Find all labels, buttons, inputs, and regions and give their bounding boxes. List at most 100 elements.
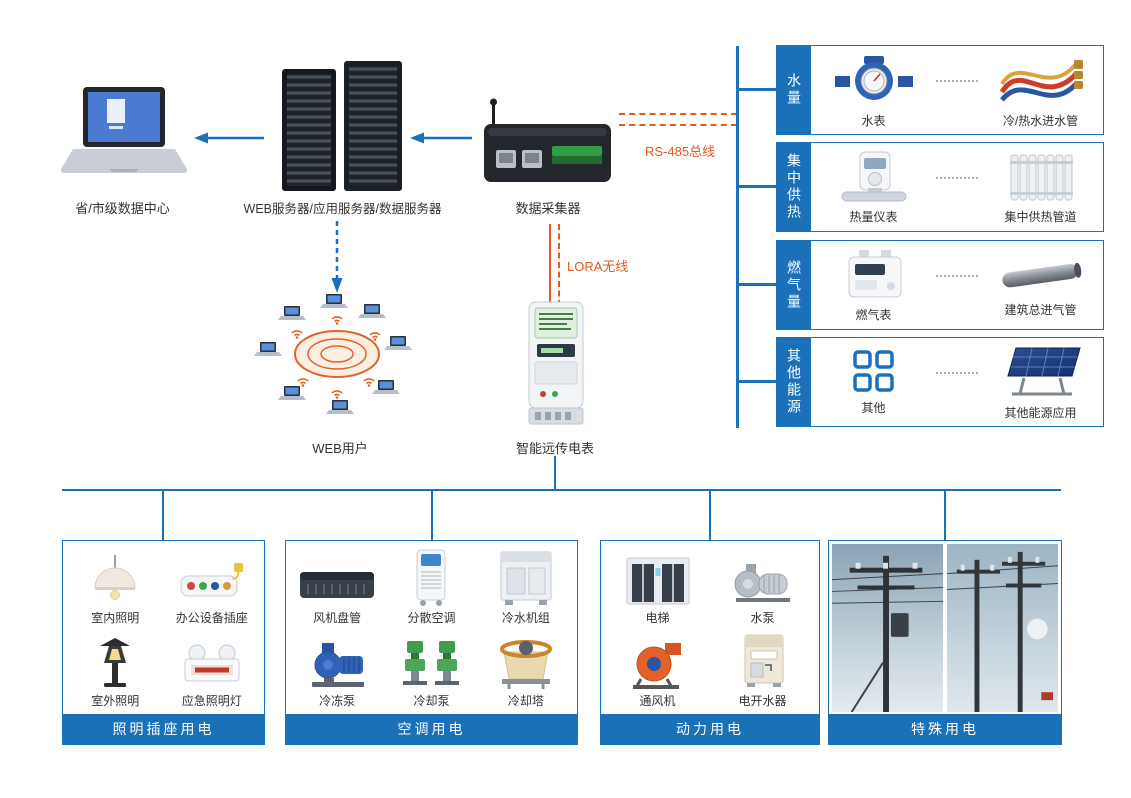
- bottom-item-label: 分散空调: [407, 610, 456, 625]
- bottom-item-label: 电开水器: [738, 694, 787, 708]
- bottom-item: 通风机: [605, 629, 710, 713]
- pump-blue-icon: [312, 643, 365, 687]
- right-bus-line: [736, 46, 739, 428]
- bottom-item: 应急照明灯: [164, 629, 261, 713]
- bus-drop-line: [162, 491, 164, 540]
- right-item: 水表: [815, 52, 933, 129]
- heat-meter-icon: [841, 151, 906, 201]
- right-group-title: 其他能源: [777, 338, 811, 426]
- web-users-label: WEB用户: [312, 441, 368, 456]
- bottom-item-label: 应急照明灯: [181, 694, 242, 708]
- pendant-lamp-icon: [94, 554, 136, 600]
- water-boiler-icon: [744, 634, 783, 687]
- bottom-group-lighting: 室内照明 办公设备插座: [62, 540, 265, 745]
- data-center-label: 省/市级数据中心: [75, 201, 170, 216]
- bottom-item: 水泵: [710, 545, 815, 629]
- bottom-item-label: 冷却塔: [507, 694, 544, 708]
- radiator-icon: [1009, 154, 1073, 200]
- rs485-line: [619, 113, 737, 115]
- power-lines-photo-2: [947, 544, 1058, 712]
- squares-icon: [852, 349, 894, 392]
- portable-ac-icon: [416, 549, 446, 606]
- right-group-title: 集中供热: [777, 143, 811, 231]
- bottom-item-label: 室外照明: [91, 694, 140, 708]
- right-item-label: 建筑总进气管: [1004, 302, 1077, 317]
- bottom-group-title: 动力用电: [601, 714, 819, 744]
- bottom-item-label: 水泵: [750, 610, 775, 625]
- right-group-heating: 集中供热 热量仪表: [776, 142, 1104, 232]
- elevator-icon: [626, 557, 689, 604]
- web-server-label: WEB服务器/应用服务器/数据服务器: [243, 202, 442, 216]
- right-item-label: 燃气表: [855, 307, 892, 322]
- power-lines-photo-1: [832, 544, 943, 712]
- laptop-icon: [60, 87, 188, 173]
- gas-pipe-icon: [1001, 262, 1081, 287]
- bottom-item-label: 办公设备插座: [175, 610, 248, 625]
- right-bus-stub: [737, 88, 776, 91]
- bottom-item-label: 通风机: [639, 694, 676, 708]
- arrow-left-icon: [194, 132, 264, 144]
- right-group-water: 水量 水表: [776, 45, 1104, 135]
- data-collector-icon: [484, 98, 611, 182]
- emergency-light-icon: [184, 644, 240, 682]
- bus-drop-line: [709, 491, 711, 540]
- collector-label: 数据采集器: [515, 201, 581, 216]
- garden-lamp-icon: [100, 638, 131, 687]
- lora-line: [558, 224, 560, 306]
- right-item: 冷/热水进水管: [982, 52, 1100, 129]
- bottom-group-grid: 电梯 水泵: [605, 545, 815, 712]
- lora-label: LORA无线: [567, 259, 629, 274]
- smart-meter-label: 智能远传电表: [515, 441, 594, 456]
- chiller-icon: [500, 551, 552, 605]
- water-pipes-icon: [999, 59, 1083, 102]
- connector-dots: [936, 275, 978, 277]
- bottom-group-power: 电梯 水泵: [600, 540, 820, 745]
- arrow-left-icon: [410, 132, 472, 144]
- right-group-body: 其他: [811, 338, 1103, 426]
- rs485-label: RS-485总线: [645, 144, 716, 159]
- right-group-body: 热量仪表 集中供热管道: [811, 143, 1103, 231]
- right-group-title: 燃气量: [777, 241, 811, 329]
- bottom-item: 办公设备插座: [164, 545, 261, 629]
- power-strip-icon: [180, 562, 243, 596]
- bottom-group-special: 特殊用电: [828, 540, 1062, 745]
- bottom-group-hvac: 风机盘管 分散空调: [285, 540, 578, 745]
- right-item: 燃气表: [815, 248, 933, 323]
- server-rack-icon: [282, 61, 402, 191]
- ventilation-fan-icon: [632, 643, 681, 689]
- right-bus-stub: [737, 283, 776, 286]
- bottom-item: 冷水机组: [479, 545, 573, 629]
- bottom-item-label: 冷水机组: [501, 610, 550, 625]
- meter-to-bus-line: [554, 456, 556, 489]
- bottom-item-label: 电梯: [645, 610, 670, 625]
- right-bus-stub: [737, 380, 776, 383]
- right-item-label: 其他能源应用: [1004, 405, 1077, 420]
- bottom-item: 电梯: [605, 545, 710, 629]
- right-group-other: 其他能源 其他: [776, 337, 1104, 427]
- gas-meter-icon: [848, 249, 901, 297]
- solar-panel-icon: [1006, 347, 1081, 395]
- bottom-item-label: 冷冻泵: [319, 694, 356, 708]
- bottom-item-label: 室内照明: [91, 610, 140, 625]
- bottom-item: 室外照明: [67, 629, 164, 713]
- bottom-item: 冷却塔: [479, 629, 573, 713]
- right-item: 集中供热管道: [982, 150, 1100, 225]
- fan-coil-icon: [300, 571, 375, 598]
- bottom-item: 电开水器: [710, 629, 815, 713]
- bottom-item: 冷冻泵: [290, 629, 384, 713]
- right-item: 其他能源应用: [982, 344, 1100, 421]
- cloud-users-icon: [254, 294, 412, 414]
- right-group-body: 燃气表 建筑总进气管: [811, 241, 1103, 329]
- right-item: 其他: [815, 349, 933, 416]
- bottom-item: 室内照明: [67, 545, 164, 629]
- connector-dots: [936, 177, 978, 179]
- rs485-line: [619, 124, 737, 126]
- right-item: 热量仪表: [815, 150, 933, 225]
- right-item-label: 冷/热水进水管: [1002, 113, 1079, 128]
- bottom-item-label: 冷却泵: [413, 694, 450, 708]
- right-item-label: 其他: [861, 400, 886, 415]
- water-meter-icon: [834, 55, 913, 100]
- pump-green-icon: [403, 641, 460, 685]
- right-item: 建筑总进气管: [982, 253, 1100, 318]
- bottom-group-title: 特殊用电: [829, 714, 1061, 744]
